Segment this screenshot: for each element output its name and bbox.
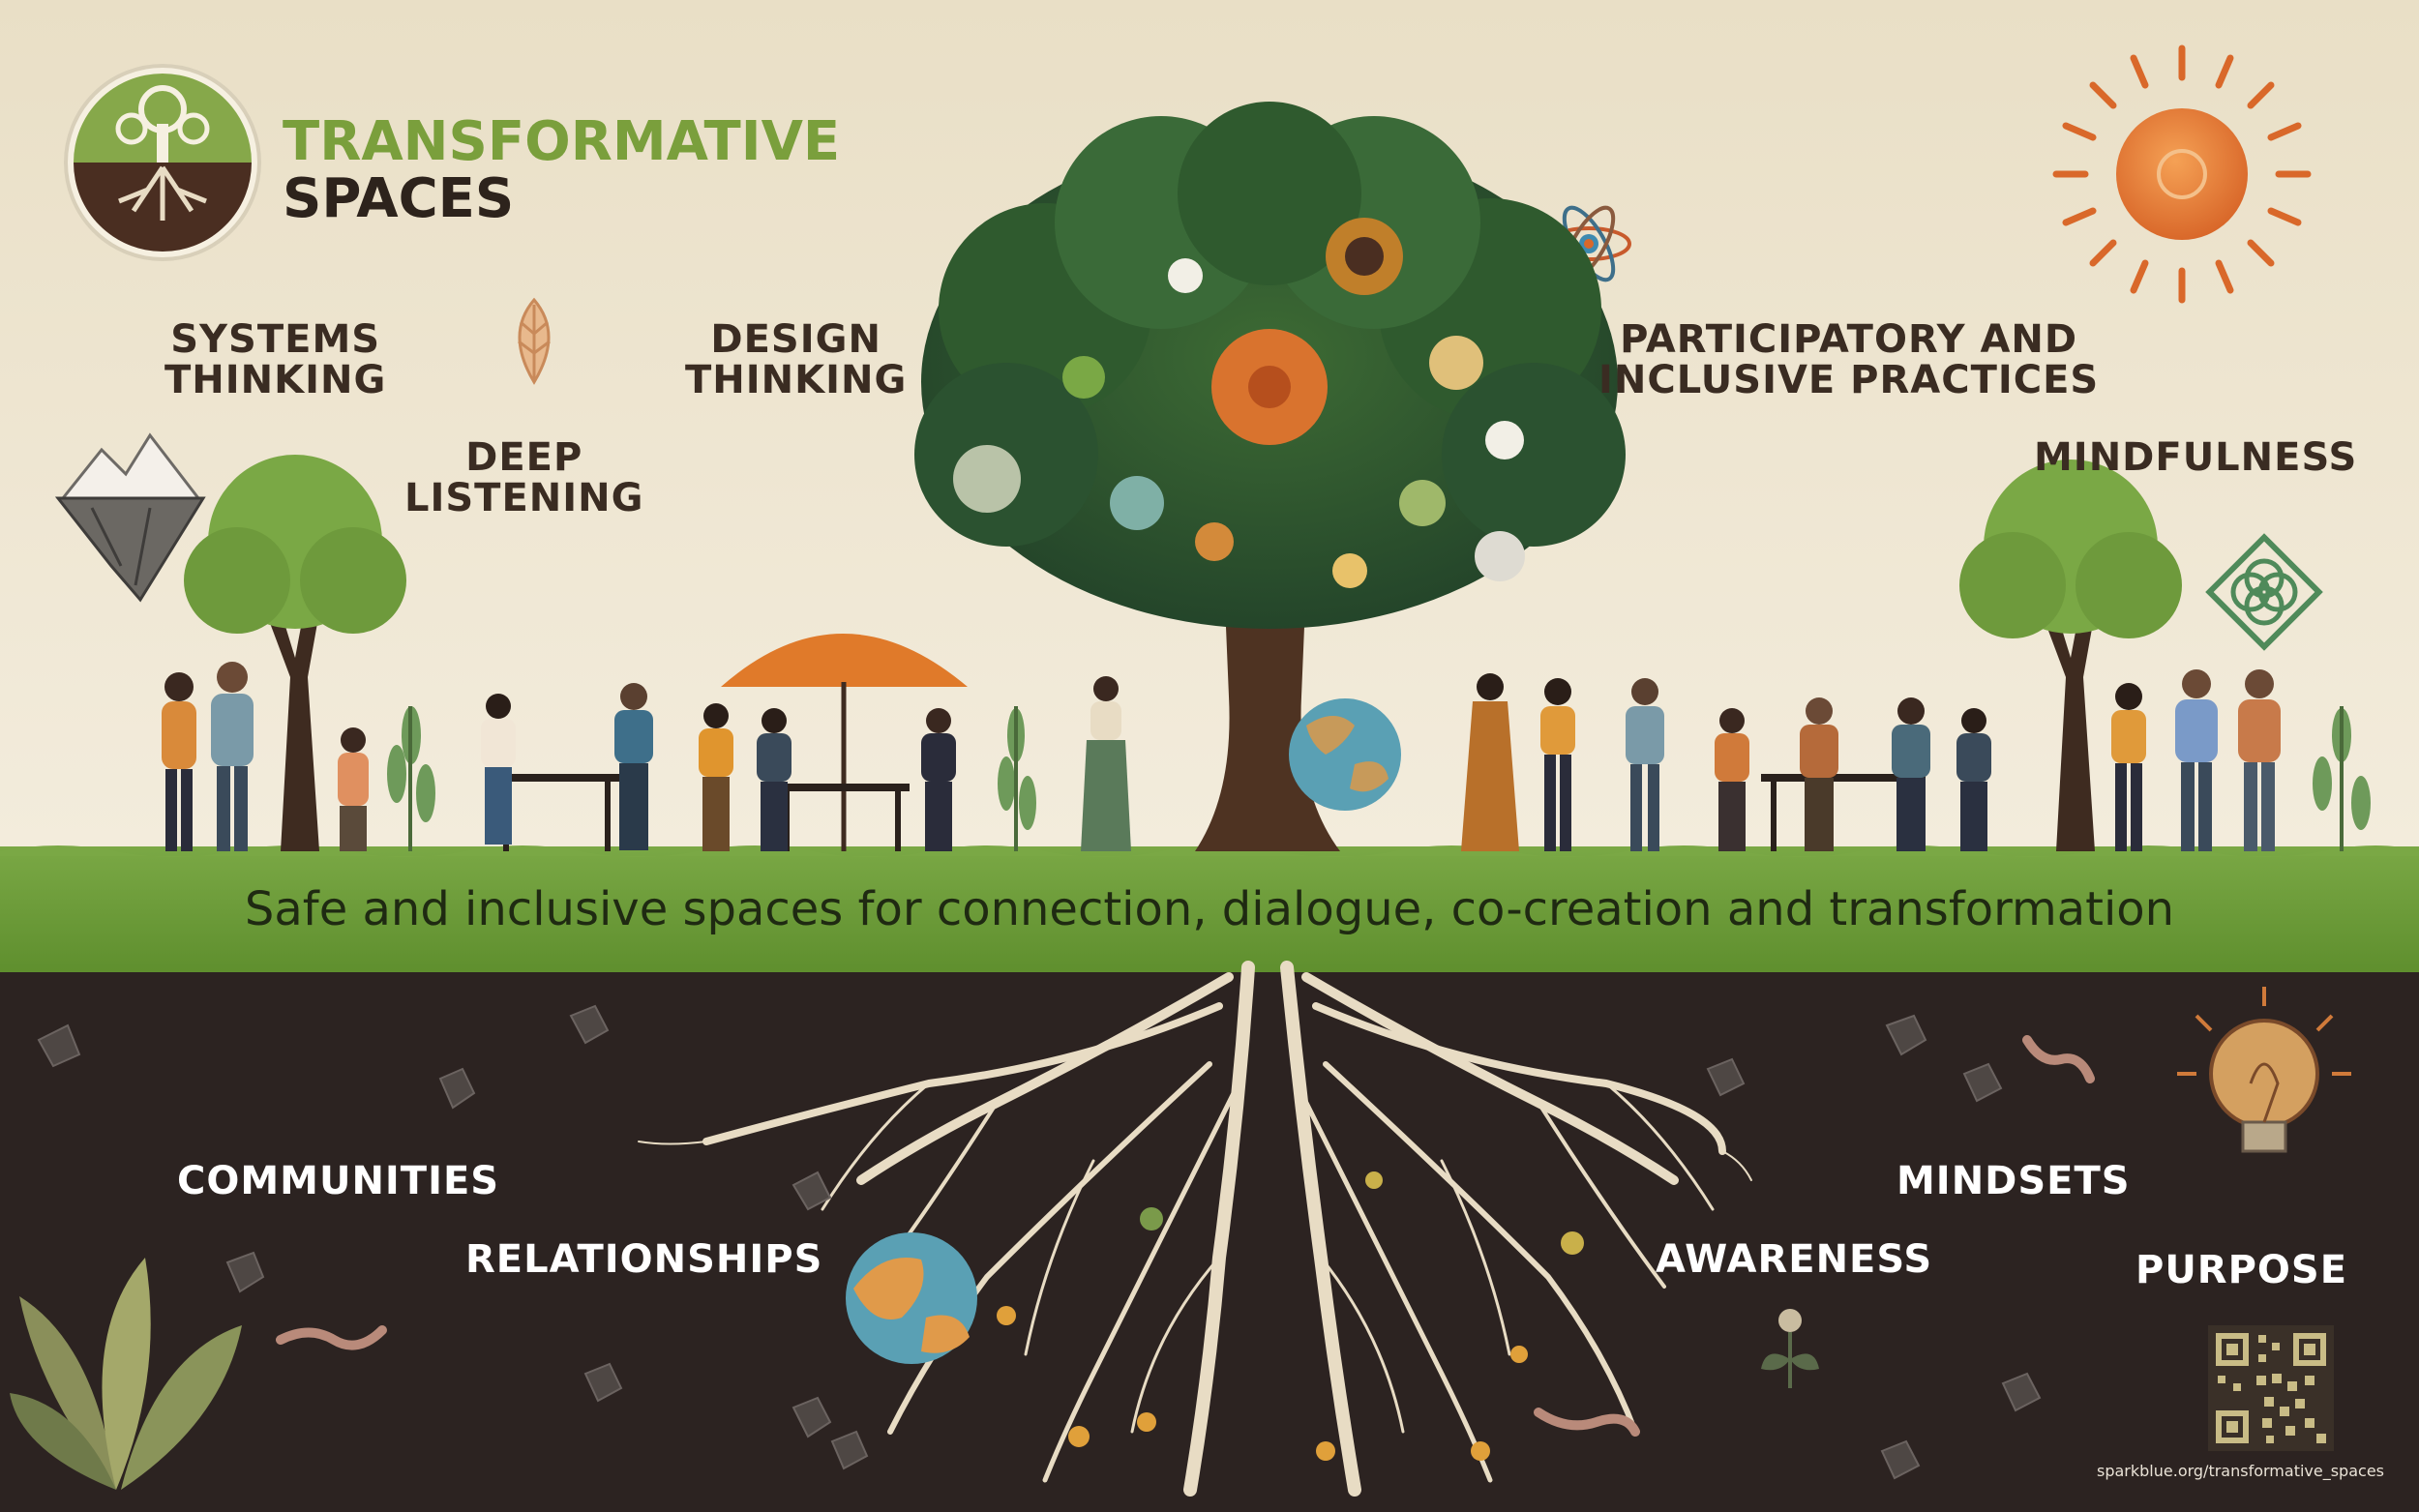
- left-tree: [184, 455, 406, 851]
- knot-icon: [2205, 533, 2323, 651]
- source-url: sparkblue.org/transformative_spaces: [2097, 1462, 2384, 1480]
- umbrella: [721, 634, 968, 851]
- mountain-island-icon: [54, 432, 206, 603]
- globe-icon: [1289, 698, 1401, 811]
- soil-background: [0, 967, 2419, 1512]
- logo-tree-icon: [64, 64, 261, 261]
- central-tree-canopy: [914, 102, 1626, 629]
- grass-band: [0, 846, 2419, 972]
- tagline: Safe and inclusive spaces for connection…: [244, 882, 2175, 936]
- label-design-thinking: DESIGN THINKING: [685, 317, 908, 402]
- people: [162, 662, 2281, 851]
- lightbulb-icon: [2177, 987, 2351, 1153]
- plant-icon: [387, 706, 2371, 851]
- seeds: [997, 1171, 1584, 1461]
- label-awareness: AWARENESS: [1656, 1237, 1933, 1282]
- label-communities: COMMUNITIES: [177, 1159, 500, 1203]
- brand-line-2: SPACES: [283, 166, 515, 230]
- globe-icon: [846, 1232, 977, 1364]
- leaf-icon: [10, 1258, 242, 1490]
- worm-icon: [276, 1035, 2095, 1437]
- roots: [638, 961, 1752, 1497]
- plant-icon: [1761, 1309, 1819, 1388]
- leaf-icon: [518, 297, 551, 385]
- sun-icon: [2052, 44, 2312, 304]
- label-mindsets: MINDSETS: [1896, 1159, 2131, 1203]
- label-purpose: PURPOSE: [2135, 1248, 2348, 1292]
- right-tree: [1959, 460, 2182, 851]
- brand-title: TRANSFORMATIVE SPACES: [283, 110, 841, 230]
- label-deep-listening: DEEP LISTENING: [404, 435, 644, 520]
- qr-code-icon: [2208, 1325, 2334, 1451]
- label-relationships: RELATIONSHIPS: [465, 1237, 823, 1282]
- stones: [37, 1004, 2042, 1480]
- brand-line-1: TRANSFORMATIVE: [283, 110, 841, 173]
- label-mindfulness: MINDFULNESS: [2034, 435, 2358, 480]
- label-systems-thinking: SYSTEMS THINKING: [164, 317, 387, 402]
- label-participatory-practices: PARTICIPATORY AND INCLUSIVE PRACTICES: [1598, 317, 2100, 402]
